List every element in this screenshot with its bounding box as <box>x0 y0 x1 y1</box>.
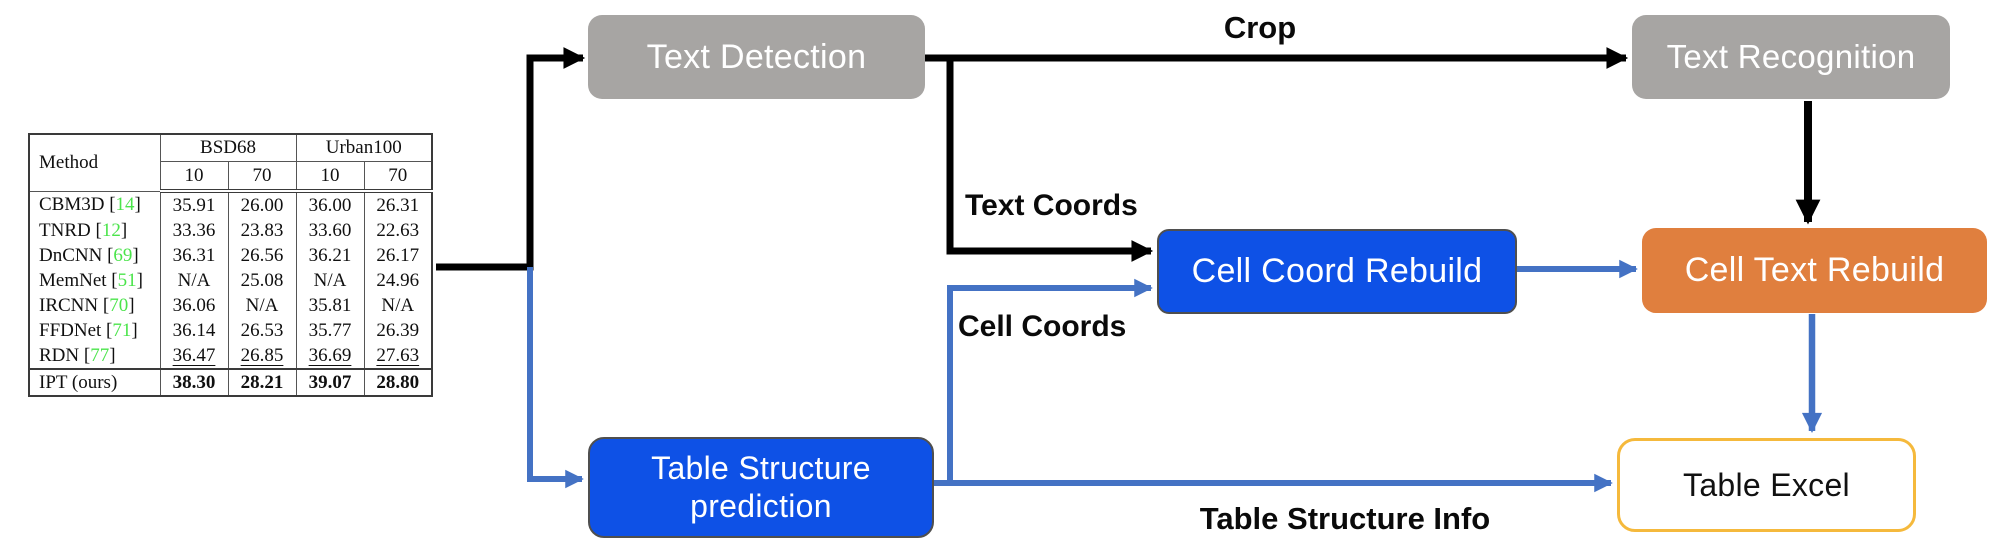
edge-label-text-coords: Text Coords <box>965 189 1138 222</box>
edge-label-crop: Crop <box>1223 10 1297 45</box>
subcol: 70 <box>363 161 433 193</box>
method-name: CBM3D <box>39 194 105 216</box>
node-text-recognition: Text Recognition <box>1632 15 1950 99</box>
citation-ref: 69 <box>113 245 133 266</box>
table-row: IPT (ours) 38.30 28.21 39.07 28.80 <box>28 368 433 396</box>
citation-ref: 14 <box>115 194 135 216</box>
arrow-table-to-text-detection <box>436 47 586 271</box>
subcol: 10 <box>295 161 365 193</box>
table-row: CBM3D [14] 35.91 26.00 36.00 26.31 <box>28 191 433 218</box>
citation-ref: 51 <box>117 270 137 291</box>
table-row: IRCNN [70] 36.06 N/A 35.81 N/A <box>28 293 433 318</box>
subcol: 70 <box>227 161 297 193</box>
citation-ref: 70 <box>109 295 129 316</box>
subcol: 10 <box>159 161 229 193</box>
method-name: FFDNet <box>39 320 102 341</box>
table-row: MemNet [51] N/A 25.08 N/A 24.96 <box>28 268 433 293</box>
node-table-excel: Table Excel <box>1617 438 1916 532</box>
method-name: MemNet <box>39 270 107 291</box>
table-row: DnCNN [69] 36.31 26.56 36.21 26.17 <box>28 243 433 268</box>
table-row: RDN [77] 36.47 26.85 36.69 27.63 <box>28 343 433 369</box>
col-group-bsd68: BSD68 <box>159 134 297 162</box>
arrow-table-to-table-structure-prediction <box>527 267 584 489</box>
table-row: FFDNet [71] 36.14 26.53 35.77 26.39 <box>28 318 433 343</box>
method-name: DnCNN <box>39 245 103 266</box>
node-table-structure-prediction: Table Structure prediction <box>588 437 934 538</box>
col-header-method: Method <box>28 134 161 192</box>
citation-ref: 12 <box>101 220 121 241</box>
node-text-detection: Text Detection <box>588 15 925 99</box>
arrow-text-coords-to-cell-coord-rebuild <box>946 58 1154 262</box>
table-row: TNRD [12] 33.36 23.83 33.60 22.63 <box>28 218 433 243</box>
citation-ref: 71 <box>112 320 132 341</box>
col-group-urban100: Urban100 <box>295 134 433 162</box>
method-name: IPT (ours) <box>39 372 118 393</box>
method-name: TNRD <box>39 220 91 241</box>
node-cell-coord-rebuild: Cell Coord Rebuild <box>1157 229 1517 314</box>
method-name: IRCNN <box>39 295 99 316</box>
node-cell-text-rebuild: Cell Text Rebuild <box>1642 228 1987 313</box>
results-table: Method BSD68 Urban100 10 70 10 70 CBM3D … <box>28 133 433 397</box>
edge-label-cell-coords: Cell Coords <box>958 310 1127 343</box>
arrow-cell-coords-to-cell-coord-rebuild <box>947 278 1153 484</box>
input-table-image: Method BSD68 Urban100 10 70 10 70 CBM3D … <box>28 133 433 397</box>
edge-label-table-structure-info: Table Structure Info <box>1199 501 1491 536</box>
method-name: RDN <box>39 345 80 366</box>
citation-ref: 77 <box>90 345 110 366</box>
